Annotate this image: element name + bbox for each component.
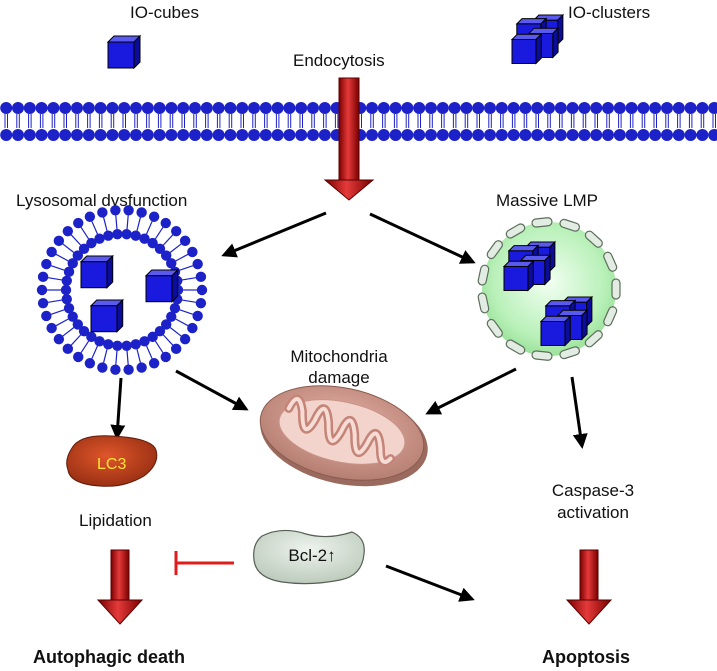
bcl2-protein-icon bbox=[253, 529, 365, 585]
cube-icon bbox=[79, 254, 114, 289]
lc3-protein-icon bbox=[66, 435, 158, 487]
cube-icon bbox=[539, 314, 572, 347]
cube-icon bbox=[502, 259, 535, 292]
lysosome-vesicle bbox=[36, 205, 208, 375]
cube-icon bbox=[144, 268, 179, 303]
pathway-arrows bbox=[110, 211, 588, 602]
lysosomal-dysfunction-label: Lysosomal dysfunction bbox=[16, 191, 187, 210]
io-cubes-label: IO-cubes bbox=[130, 3, 199, 22]
cube-icon bbox=[89, 298, 124, 333]
arrow-to-lc3 bbox=[110, 377, 126, 440]
io-cube-icon bbox=[106, 34, 142, 70]
arrow-bcl2-to-apoptosis bbox=[385, 564, 475, 602]
endocytosis-arrow-icon bbox=[323, 77, 375, 201]
apoptosis-arrow-icon bbox=[565, 549, 613, 625]
io-clusters-icon bbox=[510, 13, 565, 65]
bcl2-label: Bcl-2↑ bbox=[288, 546, 335, 565]
arrow-to-caspase bbox=[570, 376, 588, 449]
mitochondria-label-line1: Mitochondria bbox=[290, 347, 388, 366]
mitochondria-label-line2: damage bbox=[308, 368, 369, 387]
autophagic-arrow-icon bbox=[96, 549, 144, 625]
arrow-to-lysosome bbox=[221, 211, 327, 258]
lmp-lysosome bbox=[477, 217, 621, 361]
cluster-icon bbox=[510, 13, 565, 65]
io-clusters-label: IO-clusters bbox=[568, 3, 650, 22]
mitochondria-icon bbox=[259, 385, 428, 487]
caspase-label-line2: activation bbox=[557, 503, 629, 522]
lipidation-label: Lipidation bbox=[79, 511, 152, 530]
endocytosis-label: Endocytosis bbox=[293, 51, 385, 70]
cell-membrane bbox=[0, 102, 717, 141]
massive-lmp-label: Massive LMP bbox=[496, 191, 598, 210]
arrow-lmp-to-mito bbox=[425, 367, 517, 415]
caspase-label-line1: Caspase-3 bbox=[552, 481, 634, 500]
autophagic-death-label: Autophagic death bbox=[33, 647, 185, 667]
apoptosis-label: Apoptosis bbox=[542, 647, 630, 667]
inhibition-line bbox=[174, 551, 234, 575]
cluster-icon bbox=[502, 240, 557, 292]
cluster-icon bbox=[539, 295, 594, 347]
arrow-to-lmp bbox=[369, 212, 476, 264]
arrow-lysosome-to-mito bbox=[175, 369, 249, 411]
lc3-label: LC3 bbox=[97, 456, 126, 473]
cube-icon bbox=[510, 32, 543, 65]
